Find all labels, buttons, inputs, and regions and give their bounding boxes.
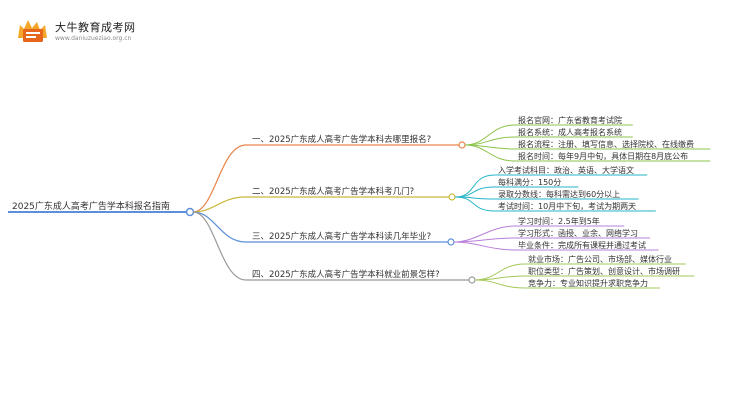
branch-4-link (192, 211, 247, 281)
leaf-1-2: 报名系统：成人高考报名系统 (518, 127, 622, 137)
brand-name: 大牛教育成考网 (55, 21, 136, 34)
brand-url: www.daniuzueziao.org.cn (55, 35, 132, 42)
root-node: 2025广东成人高考广告学本科报名指南 (12, 200, 170, 212)
leaf-2-3: 录取分数线：每科需达到60分以上 (498, 189, 620, 199)
brand-logo-icon (18, 20, 47, 42)
branch-2-link (192, 196, 247, 213)
leaf-3-2: 学习形式：函授、业余、网络学习 (518, 228, 638, 238)
branch-3-connector (447, 238, 455, 246)
leaf-3-2-link (453, 237, 516, 243)
branch-2-title: 二、2025广东成人高考广告学本科考几门? (252, 186, 414, 197)
leaf-1-1-link (464, 124, 516, 146)
leaf-2-1-link (454, 174, 496, 198)
leaf-2-2-link (454, 186, 496, 198)
leaf-3-3: 毕业条件：完成所有课程并通过考试 (518, 240, 646, 250)
root-connector (185, 207, 195, 217)
leaf-1-4: 报名时间：每年9月中旬，具体日期在8月底公布 (518, 151, 688, 161)
branch-4-connector (468, 276, 476, 284)
leaf-1-4-link (464, 144, 516, 162)
branch-3-title: 三、2025广东成人高考广告学本科读几年毕业? (252, 231, 431, 242)
branch-1-link (192, 144, 247, 213)
leaf-3-1: 学习时间：2.5年到5年 (518, 216, 600, 226)
leaf-1-1: 报名官网：广东省教育考试院 (518, 115, 622, 125)
branch-3-link (192, 211, 247, 243)
branch-1-connector (458, 141, 466, 149)
branch-2-connector (448, 193, 456, 201)
leaf-4-1: 就业市场：广告公司、市场部、媒体行业 (528, 254, 672, 264)
leaf-4-2-link (474, 275, 526, 281)
leaf-2-2: 每科满分：150分 (498, 177, 561, 187)
leaf-4-2: 职位类型：广告策划、创意设计、市场调研 (528, 266, 680, 276)
leaf-2-4-link (454, 196, 496, 212)
branch-1-title: 一、2025广东成人高考广告学本科去哪里报名? (252, 134, 431, 145)
leaf-2-4: 考试时间：10月中下旬，考试为期两天 (498, 201, 636, 211)
leaf-1-3: 报名流程：注册、填写信息、选择院校、在线缴费 (518, 139, 694, 149)
leaf-2-1: 入学考试科目：政治、英语、大学语文 (498, 165, 634, 175)
leaf-3-3-link (453, 241, 516, 251)
leaf-4-3-link (474, 279, 526, 289)
leaf-4-3: 竞争力：专业知识提升求职竞争力 (528, 278, 648, 288)
branch-4-title: 四、2025广东成人高考广告学本科就业前景怎样? (252, 269, 440, 280)
